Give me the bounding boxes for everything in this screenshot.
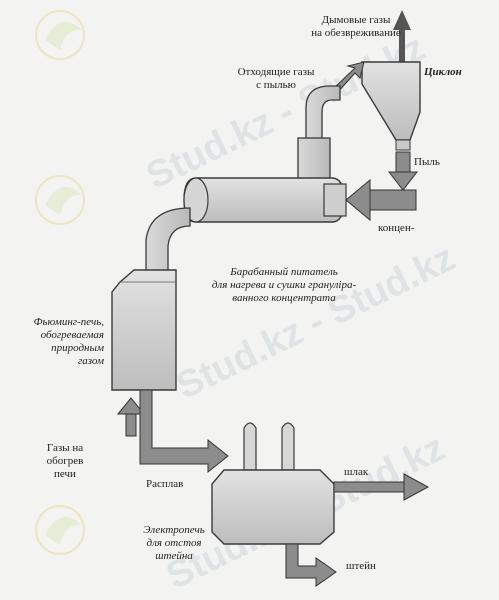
electric-furnace <box>211 469 335 545</box>
electrodes <box>243 422 295 471</box>
watermark-logo-icon <box>35 10 85 60</box>
drum-feeder-label: Барабанный питатель для нагрева и сушки … <box>211 266 357 304</box>
fuming-furnace <box>111 269 177 391</box>
cyclone-label: Циклон <box>424 66 462 78</box>
matte-arrow <box>285 543 337 587</box>
melt-label: Расплав <box>146 478 184 490</box>
heating-gas-arrow <box>116 397 146 437</box>
dust-arrow <box>387 151 419 191</box>
slag-label: шлак <box>344 466 369 478</box>
slag-arrow <box>333 473 430 501</box>
electric-furnace-label: Электропечь для отстоя штейна <box>143 524 205 562</box>
concentrate-label: концен- <box>378 222 415 234</box>
fuming-furnace-label: Фьюминг-печь, обогреваемая природным газ… <box>33 316 104 367</box>
concentrate-arrow <box>345 178 417 222</box>
transfer-duct <box>145 207 191 273</box>
cyclone <box>361 61 421 151</box>
melt-arrow <box>139 389 229 474</box>
watermark-logo-icon <box>35 175 85 225</box>
offgas-label: Отходящие газы с пылью <box>237 66 315 91</box>
flue-gas-label: Дымовые газы на обезвреживание <box>311 14 401 39</box>
drum-feeder <box>183 177 347 223</box>
heating-gas-label: Газы на обогрев печи <box>46 442 84 480</box>
offgas-duct <box>297 85 341 189</box>
matte-label: штейн <box>346 560 376 572</box>
flue-gas-arrow <box>393 10 411 64</box>
watermark-logo-icon <box>35 505 85 555</box>
dust-label: Пыль <box>414 156 440 168</box>
